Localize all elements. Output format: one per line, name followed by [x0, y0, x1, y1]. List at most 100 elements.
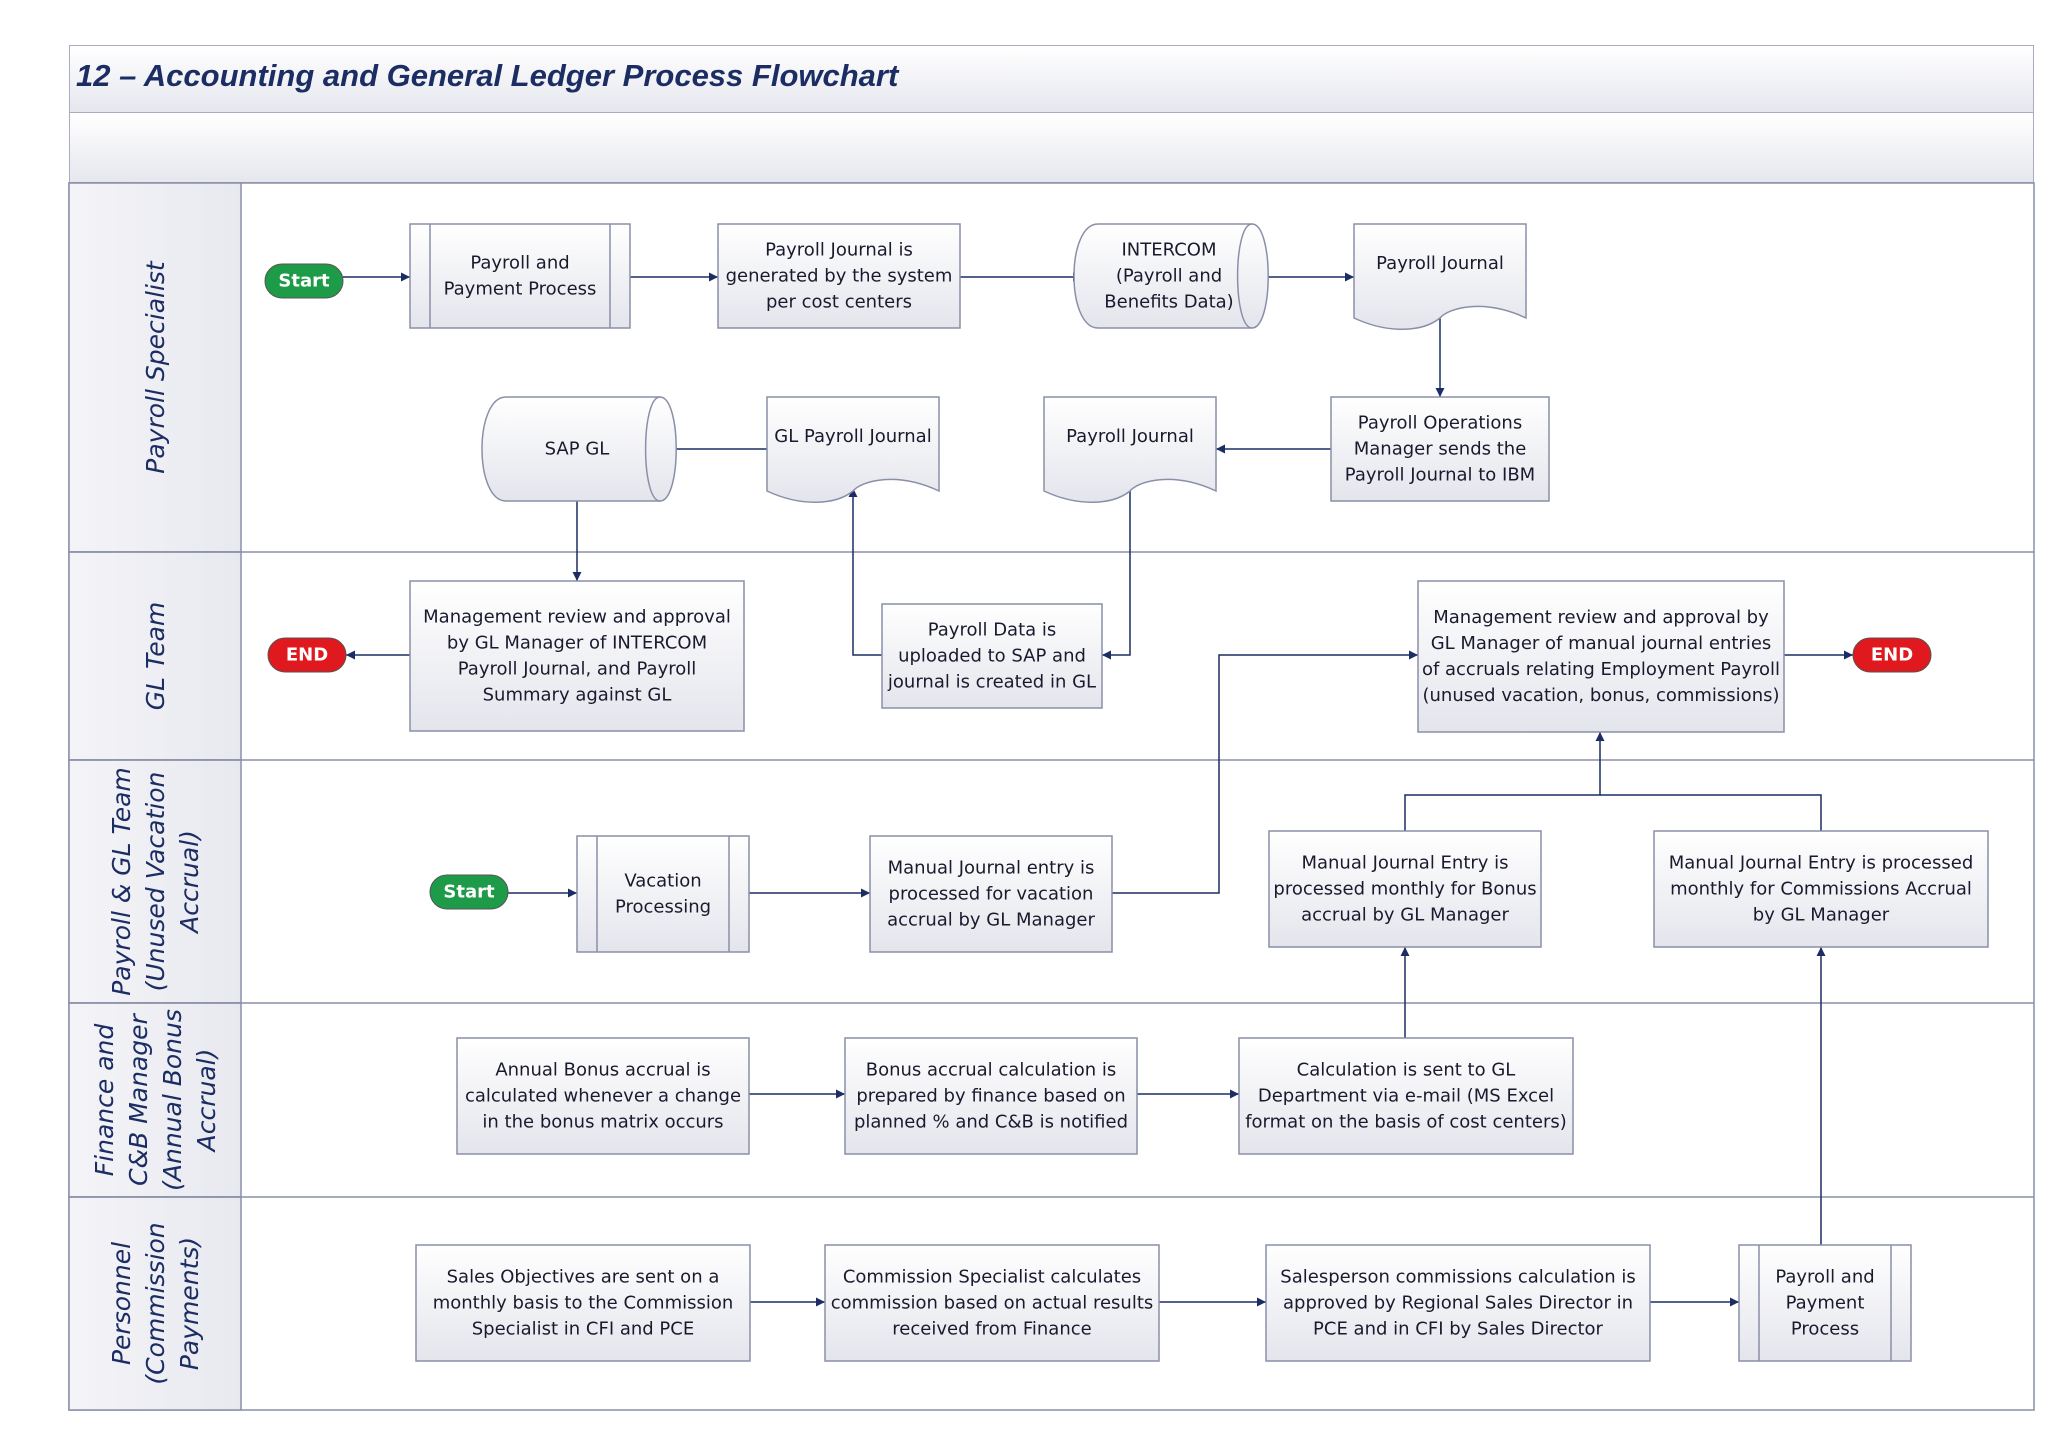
node-start1: Start [264, 263, 344, 299]
node-label-line: of accruals relating Employment Payroll [1422, 659, 1780, 680]
start-label: Start [443, 882, 495, 903]
start-label: Start [278, 271, 330, 292]
node-label-line: accrual by GL Manager [1301, 905, 1509, 926]
swimlane: GL Team [68, 551, 2034, 761]
lane-label: Payroll Specialist [141, 260, 170, 474]
lane-label-line: Finance and [90, 1024, 119, 1177]
node-label-line: Payroll and [470, 253, 569, 274]
swimlane: Payroll Specialist [68, 182, 242, 553]
node-gl-payroll-journal: GL Payroll Journal [766, 396, 940, 503]
node-label-line: commission based on actual results [831, 1293, 1154, 1314]
node-label-line: GL Payroll Journal [774, 426, 931, 447]
node-label-line: INTERCOM [1121, 240, 1216, 261]
node-label-line: Department via e-mail (MS Excel [1258, 1086, 1554, 1107]
connector-bonus-je-to-mgmt-review [1404, 732, 1605, 831]
node-label-line: planned % and C&B is notified [854, 1112, 1128, 1133]
node-label-line: by GL Manager [1753, 905, 1890, 926]
lane-label-line: Payroll Specialist [141, 260, 170, 474]
node-label-line: Manager sends the [1354, 439, 1527, 460]
node-label-line: monthly for Commissions Accrual [1670, 879, 1972, 900]
node-label-line: uploaded to SAP and [898, 646, 1086, 667]
lane-label-line: Payments) [175, 1237, 204, 1370]
connector-payroll-journal2-to-data-uploaded [1102, 486, 1131, 660]
stored-data-curve [644, 396, 661, 502]
node-label-line: SAP GL [545, 439, 610, 460]
node-label-line: by GL Manager of INTERCOM [447, 633, 707, 654]
swimlane-header [68, 182, 242, 553]
node-label-line: processed monthly for Bonus [1273, 879, 1536, 900]
node-label-line: Payroll Journal [1376, 253, 1504, 274]
lanes-frame [68, 182, 2035, 1411]
node-label-line: Payroll Journal, and Payroll [458, 659, 697, 680]
node-annual-bonus-calc: Annual Bonus accrual is calculated whenev… [456, 1037, 750, 1155]
node-label-line: in the bonus matrix occurs [482, 1112, 723, 1133]
lane-label-line: Accrual) [175, 830, 204, 935]
process-box [824, 1244, 1160, 1362]
lane-label-line: Payroll & GL Team [107, 767, 136, 996]
connector-commissions-je-join [1600, 794, 1822, 831]
connector-manual-je-vacation-to-mgmt-review [1112, 650, 1418, 894]
node-label-line: approved by Regional Sales Director in [1283, 1293, 1633, 1314]
lane-label-line: GL Team [141, 602, 170, 710]
node-label-line: Payment [1786, 1293, 1865, 1314]
node-label-line: Payroll Journal to IBM [1345, 465, 1535, 486]
node-label-line: Benefits Data) [1104, 292, 1233, 313]
process-box [1330, 396, 1550, 502]
node-label-line: Payroll and [1775, 1267, 1874, 1288]
start-terminal [264, 263, 344, 299]
node-label-line: Processing [615, 897, 711, 918]
node-label-line: calculated whenever a change [465, 1086, 741, 1107]
document-shape [1353, 223, 1527, 330]
node-label-line: accrual by GL Manager [887, 910, 1095, 931]
page-title: 12 – Accounting and General Ledger Proce… [76, 58, 899, 93]
node-label-line: Manual Journal Entry is [1301, 853, 1508, 874]
start-terminal [429, 874, 509, 910]
node-label-line: Vacation [624, 871, 701, 892]
lane-label-line: (Unused Vacation [141, 772, 170, 992]
swimlane-header [68, 551, 242, 761]
process-box [456, 1037, 750, 1155]
lane-label-line: Personnel [107, 1242, 136, 1365]
node-label-line: monthly basis to the Commission [433, 1293, 734, 1314]
end-terminal [267, 637, 347, 673]
node-label-line: Calculation is sent to GL [1297, 1060, 1516, 1081]
lane-label-line: Accrual) [192, 1049, 221, 1154]
node-label-line: Manual Journal Entry is processed [1669, 853, 1974, 874]
node-label-line: Salesperson commissions calculation is [1280, 1267, 1635, 1288]
process-box [717, 223, 961, 329]
node-label-line: prepared by finance based on [856, 1086, 1125, 1107]
node-label-line: processed for vacation [889, 884, 1094, 905]
node-label-line: Payment Process [444, 279, 597, 300]
connector-data-uploaded-to-gl-payroll-journal [848, 488, 882, 656]
node-label-line: Annual Bonus accrual is [495, 1060, 710, 1081]
document-shape [766, 396, 940, 503]
lane-label-line: C&B Manager [124, 1012, 153, 1185]
node-label-line: Specialist in CFI and PCE [472, 1319, 694, 1340]
lane-label-line: (Commission [141, 1222, 170, 1384]
end-label: END [1871, 645, 1913, 666]
node-manual-je-commissions: Manual Journal Entry is processed monthly… [1653, 830, 1989, 948]
node-label-line: journal is created in GL [887, 672, 1096, 693]
end-label: END [286, 645, 328, 666]
subprocess-box [409, 223, 631, 329]
process-box [1417, 580, 1785, 733]
node-commission-specialist: Commission Specialist calculatescommissi… [824, 1244, 1160, 1362]
subprocess-box [1738, 1244, 1912, 1362]
lane-label-line: (Annual Bonus [158, 1009, 187, 1191]
node-label-line: GL Manager of manual journal entries [1431, 633, 1772, 654]
node-salesperson-commissions: Salesperson commissions calculation is ap… [1265, 1244, 1651, 1362]
process-box [1265, 1244, 1651, 1362]
process-box [415, 1244, 751, 1362]
